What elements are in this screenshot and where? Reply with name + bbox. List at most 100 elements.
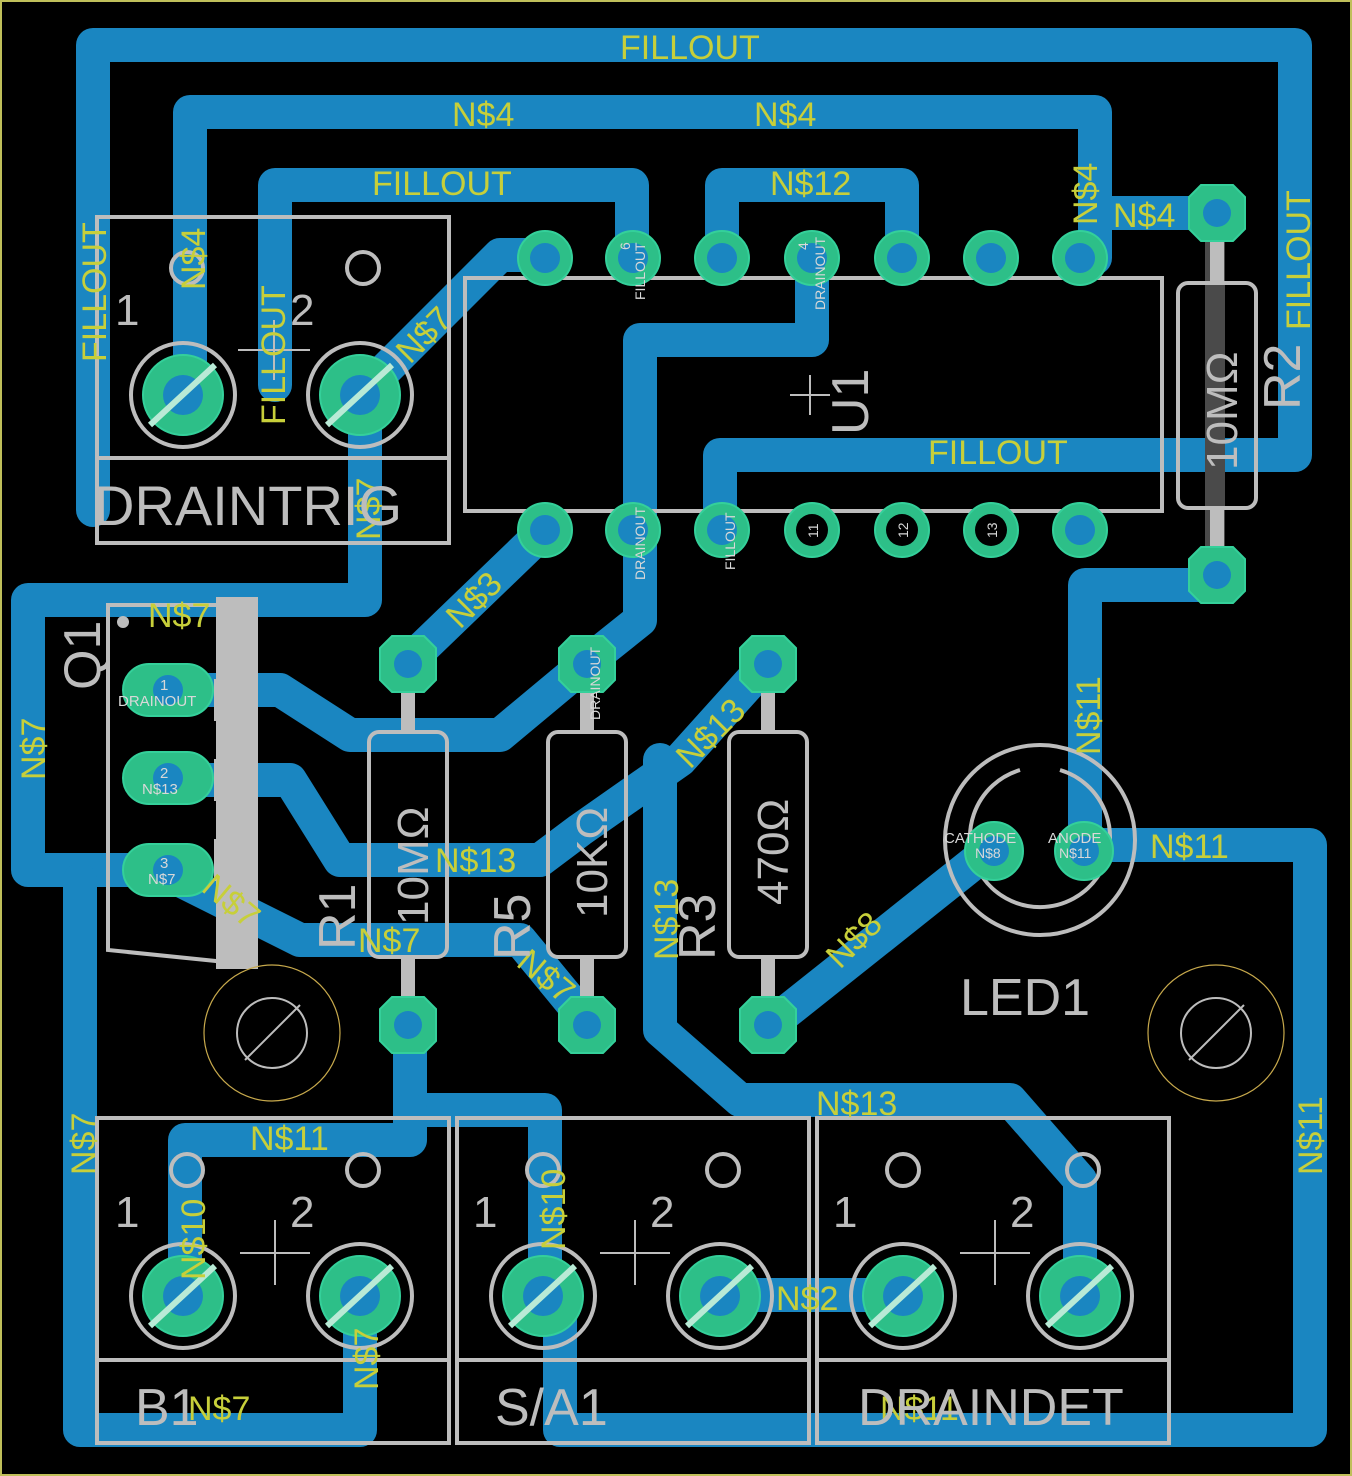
net-label-n11-bottom: N$11 bbox=[880, 1390, 959, 1428]
trace-n11-b1 bbox=[393, 1008, 562, 1317]
net-label-n11-vertical: N$11 bbox=[1070, 676, 1108, 755]
trace-fillout-outer bbox=[76, 28, 1312, 547]
trace-n11-right bbox=[543, 828, 1327, 1447]
net-label-fillout-dt: FILLOUT bbox=[255, 285, 293, 425]
net-label-n11-right: N$11 bbox=[1292, 1096, 1330, 1175]
sa1-pin-num-1: 1 bbox=[473, 1188, 497, 1237]
net-label-n10-b1: N$10 bbox=[175, 1199, 213, 1280]
value-r1: 10MΩ bbox=[389, 807, 438, 926]
u1-pin9-net: DRAINOUT bbox=[632, 506, 648, 580]
net-label-n7-q1: N$7 bbox=[148, 597, 210, 635]
net-label-n4-dt: N$4 bbox=[175, 228, 213, 290]
led-cathode-net: N$8 bbox=[975, 845, 1001, 861]
label-r1: R1 bbox=[309, 884, 367, 950]
value-r5: 10KΩ bbox=[568, 807, 617, 918]
sa1-pad-1 bbox=[489, 1242, 597, 1350]
label-draindet: DRAINDET bbox=[858, 1379, 1124, 1437]
q1-tab bbox=[216, 597, 258, 969]
value-r3: 470Ω bbox=[749, 799, 798, 905]
trace-n13-q1 bbox=[153, 643, 787, 877]
net-label-n11-b1: N$11 bbox=[250, 1120, 329, 1158]
net-label-n13-vertical: N$13 bbox=[648, 879, 686, 960]
dd-pin-num-2: 2 bbox=[1010, 1188, 1034, 1237]
u1-pin12-num: 12 bbox=[895, 522, 911, 538]
label-led1: LED1 bbox=[960, 969, 1090, 1027]
draindet-pad-1 bbox=[849, 1242, 957, 1350]
net-label-n11-led: N$11 bbox=[1150, 828, 1229, 866]
trace-n13-down bbox=[643, 743, 1097, 1312]
net-label-fillout-inner: FILLOUT bbox=[372, 165, 512, 203]
net-label-n12: N$12 bbox=[770, 165, 851, 203]
net-label-n4-b: N$4 bbox=[754, 96, 816, 134]
u1-pin10-net: FILLOUT bbox=[722, 512, 738, 570]
label-r2: R2 bbox=[1254, 344, 1312, 410]
u1-pin4-num: 4 bbox=[795, 242, 811, 250]
b1-pad-1 bbox=[129, 1242, 237, 1350]
b1-pad-2 bbox=[306, 1242, 414, 1350]
net-label-n4-u1: N$4 bbox=[1067, 163, 1105, 225]
u1-pin6-net: FILLOUT bbox=[632, 242, 648, 300]
b1-pin-num-1: 1 bbox=[115, 1188, 139, 1237]
label-sa1: S/A1 bbox=[495, 1379, 608, 1437]
draindet-outline bbox=[815, 1116, 1171, 1445]
u1-pin11-num: 11 bbox=[805, 523, 821, 538]
trace-n7-b1 bbox=[63, 863, 377, 1447]
net-label-n7-left: N$7 bbox=[15, 718, 53, 780]
trace-n11-b1b bbox=[168, 1093, 427, 1317]
net-label-n2: N$2 bbox=[776, 1280, 838, 1318]
net-label-n10-sa1: N$10 bbox=[535, 1169, 573, 1250]
draindet-pad-2 bbox=[1026, 1242, 1134, 1350]
sa1-pin-num-2: 2 bbox=[650, 1188, 674, 1237]
draintrig-pad-1 bbox=[129, 341, 237, 449]
q1-pad-num-3: 3 bbox=[160, 855, 168, 872]
draintrig-outline bbox=[95, 215, 451, 545]
trace-fillout-inner bbox=[258, 168, 649, 402]
led-anode-text: ANODE bbox=[1048, 830, 1101, 847]
q1-pad-num-1: 1 bbox=[160, 677, 168, 694]
q1-pad-num-2: 2 bbox=[160, 765, 168, 782]
component-labels: DRAINTRIG Q1 U1 R1 R5 R3 R2 LED1 B1 S/A1… bbox=[54, 286, 1312, 1437]
led-cathode-text: CATHODE bbox=[944, 830, 1016, 847]
resistor-pads bbox=[379, 184, 1246, 1054]
net-label-n7-b1-left: N$7 bbox=[65, 1113, 103, 1175]
r5-pad-net: DRAINOUT bbox=[587, 646, 603, 720]
led1-outline bbox=[943, 743, 1137, 937]
b1-pin-num-2: 2 bbox=[290, 1188, 314, 1237]
b1-outline bbox=[95, 1116, 451, 1445]
label-u1: U1 bbox=[822, 369, 880, 435]
value-r2: 10MΩ bbox=[1198, 352, 1247, 471]
label-r5: R5 bbox=[484, 894, 542, 960]
net-label-n7-b1-pad: N$7 bbox=[348, 1328, 386, 1390]
dt-pin-num-2: 2 bbox=[290, 286, 314, 335]
net-label-fillout-right: FILLOUT bbox=[1280, 190, 1318, 330]
u1-pin13-num: 13 bbox=[984, 522, 1000, 538]
net-label-fillout-mid: FILLOUT bbox=[928, 434, 1068, 472]
net-label-n13-r1: N$13 bbox=[435, 842, 516, 880]
u1-pin6-num: 6 bbox=[617, 242, 633, 250]
net-label-n4-r2: N$4 bbox=[1113, 197, 1175, 235]
label-r3: R3 bbox=[669, 894, 727, 960]
trace-n11-led bbox=[1068, 568, 1232, 867]
mount-hole-left bbox=[203, 964, 341, 1102]
mount-hole-right bbox=[1147, 964, 1285, 1102]
net-label-n7-r1: N$7 bbox=[358, 922, 420, 960]
net-label-n7-dt: N$7 bbox=[350, 478, 388, 540]
q1-pad-net-3: N$7 bbox=[148, 871, 176, 888]
net-label-fillout-top: FILLOUT bbox=[620, 29, 760, 67]
label-draintrig: DRAINTRIG bbox=[94, 474, 402, 537]
net-label-n4-a: N$4 bbox=[452, 96, 514, 134]
sa1-pad-2 bbox=[666, 1242, 774, 1350]
net-label-fillout-left: FILLOUT bbox=[76, 222, 114, 362]
pads bbox=[122, 184, 1246, 1350]
trace-n12 bbox=[705, 168, 919, 275]
net-label-n13-bottom: N$13 bbox=[816, 1085, 897, 1123]
trace-n3 bbox=[393, 513, 562, 677]
dt-pin-num-1: 1 bbox=[115, 286, 139, 335]
net-label-n7-b1: N$7 bbox=[188, 1390, 250, 1428]
label-b1: B1 bbox=[135, 1379, 199, 1437]
u1-pin4-net: DRAINOUT bbox=[812, 236, 828, 310]
dd-pin-num-1: 1 bbox=[833, 1188, 857, 1237]
sa1-outline bbox=[455, 1116, 811, 1445]
